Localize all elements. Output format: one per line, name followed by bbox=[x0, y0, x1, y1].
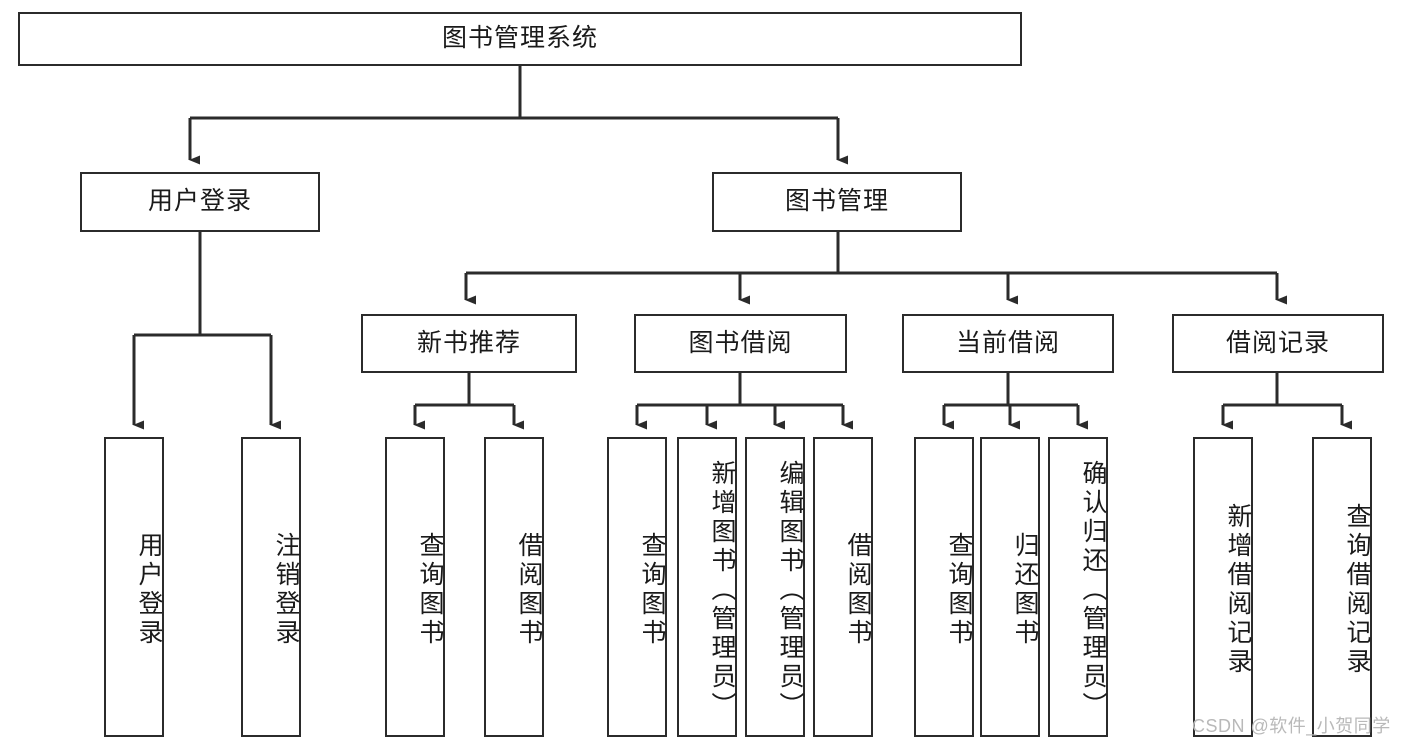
node-book-borrow[interactable]: 图书借阅 bbox=[634, 314, 847, 373]
leaf-new-book-query[interactable]: 查询图书 bbox=[385, 437, 445, 737]
node-user-login[interactable]: 用户登录 bbox=[80, 172, 320, 232]
leaf-record-add-record[interactable]: 新增借阅记录 bbox=[1193, 437, 1253, 737]
leaf-borrow-edit-book-admin[interactable]: 编辑图书（管理员） bbox=[745, 437, 805, 737]
node-new-book-recommend[interactable]: 新书推荐 bbox=[361, 314, 577, 373]
node-borrow-record[interactable]: 借阅记录 bbox=[1172, 314, 1384, 373]
csdn-watermark: CSDN @软件_小贺同学 bbox=[1192, 716, 1391, 736]
node-current-borrow[interactable]: 当前借阅 bbox=[902, 314, 1114, 373]
leaf-user-login-login[interactable]: 用户登录 bbox=[104, 437, 164, 737]
leaf-current-query-book[interactable]: 查询图书 bbox=[914, 437, 974, 737]
leaf-current-confirm-return-admin[interactable]: 确认归还（管理员） bbox=[1048, 437, 1108, 737]
leaf-user-login-logout[interactable]: 注销登录 bbox=[241, 437, 301, 737]
leaf-borrow-query-book[interactable]: 查询图书 bbox=[607, 437, 667, 737]
leaf-new-book-borrow[interactable]: 借阅图书 bbox=[484, 437, 544, 737]
node-root-system[interactable]: 图书管理系统 bbox=[18, 12, 1022, 66]
leaf-current-return-book[interactable]: 归还图书 bbox=[980, 437, 1040, 737]
leaf-record-query-record[interactable]: 查询借阅记录 bbox=[1312, 437, 1372, 737]
node-book-management[interactable]: 图书管理 bbox=[712, 172, 962, 232]
leaf-borrow-add-book-admin[interactable]: 新增图书（管理员） bbox=[677, 437, 737, 737]
leaf-borrow-borrow-book[interactable]: 借阅图书 bbox=[813, 437, 873, 737]
